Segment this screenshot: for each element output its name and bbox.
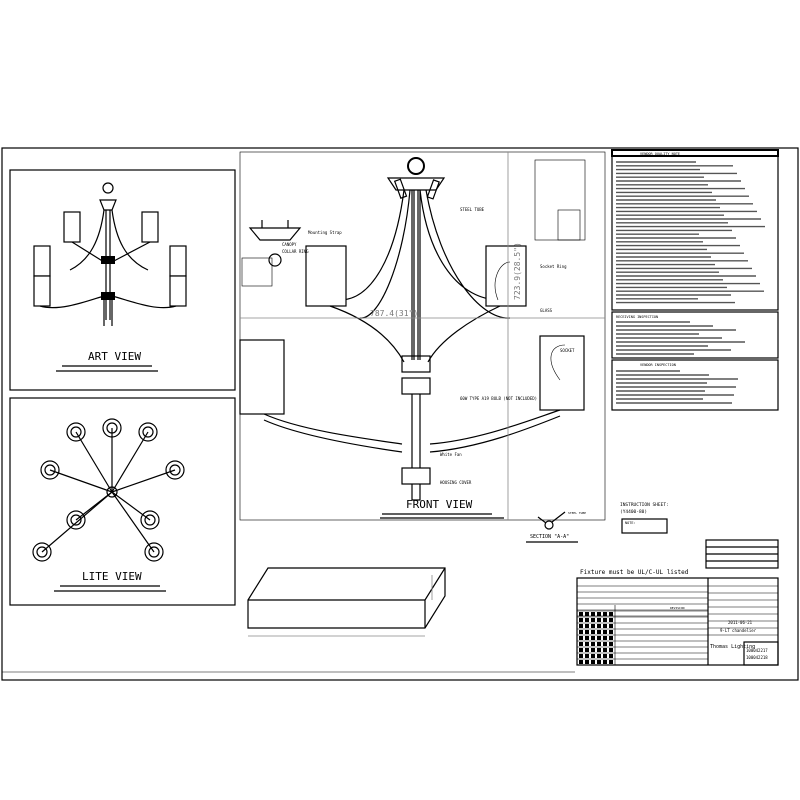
lite-view-panel: LITE VIEW [9,397,236,606]
art-view-label: ART VIEW [88,350,141,363]
upper-hub [401,355,431,373]
canopy [386,177,446,191]
receiving-title: RECEIVING INSPECTION [616,315,658,319]
art-canopy [99,199,117,211]
part-number-2: 100042218 [746,655,768,660]
callout-housing-cover: HOUSING COVER [440,480,472,485]
canopy-detail [248,227,302,241]
lite-lamp [102,418,122,438]
lite-lamp [144,542,164,562]
vendor-title: VENDOR INSPECTION [640,363,676,367]
revision-header: REVISION [670,606,685,610]
lite-lamp [40,460,60,480]
lite-lamp [66,510,86,530]
callout-glass: GLASS [540,308,553,313]
glass-shade-lower-left [239,339,285,415]
drawing-frame [1,147,799,681]
ul-listing-note: Fixture must be UL/C-UL listed [580,569,689,576]
height-dimension: 723.9(28.5") [513,242,522,300]
front-view-label: FRONT VIEW [406,498,473,511]
parts-legend [241,257,273,287]
instruction-sheet-code: (Y4400-80) [620,509,647,515]
quality-note-title: VENDOR QUALITY NOTE [640,152,680,156]
company-name: Thomas Lighting [710,644,755,650]
section-a-a: STEEL TUBE SECTION "A-A" [526,511,586,543]
lite-view-label: LITE VIEW [82,570,142,583]
note-box [621,518,668,534]
lite-lamp [165,460,185,480]
width-dimension: 787.4(31") [370,309,418,318]
callout-white-fan: White Fan [440,452,462,457]
callout-collar-ring: COLLAR RING [282,249,309,254]
lite-lamp [32,542,52,562]
svg-text:STEEL TUBE: STEEL TUBE [568,511,586,515]
lite-lamp [140,510,160,530]
upper-hub-cover [401,377,431,395]
callout-socket: SOCKET [560,348,575,353]
callout-bulb: 60W TYPE A19 BULB (NOT INCLUDED) [460,396,537,401]
section-label: SECTION "A-A" [530,534,569,540]
callout-mounting-strap: Mounting Strap [308,230,342,235]
glass-shade-upper-left [305,245,347,307]
packaging-box [247,567,446,637]
ceiling-hook [407,157,425,175]
part-number-1: 100042217 [746,648,768,653]
front-view: 787.4(31") 723.9(28.5") STEEL TUBE SOCKE… [239,151,606,521]
lite-lamp [138,422,158,442]
glass-shade-upper-right [485,245,527,307]
notes-column: VENDOR QUALITY NOTE RECEIVING INSPECTION… [534,149,779,411]
lite-center [106,486,118,498]
lite-lamp [66,422,86,442]
hardware-detail [534,159,586,241]
item-description: 9-LT chandelier [720,628,757,633]
lower-hub [401,467,431,485]
callout-canopy: CANOPY [282,242,297,247]
title-block: REVISION 2011-06-21 9-LT chandelier Thom… [576,539,779,666]
glass-shade-lower-right [539,335,585,411]
callout-socket-ring: Socket Ring [540,264,567,269]
art-ceiling-hook [102,182,114,194]
svg-text:NOTE:: NOTE: [625,521,636,525]
drawing-date: 2011-06-21 [728,620,753,625]
instruction-sheet-label: INSTRUCTION SHEET: [620,502,669,508]
art-view-panel: ART VIEW [9,169,236,391]
callout-steel-tube: STEEL TUBE [460,207,485,212]
